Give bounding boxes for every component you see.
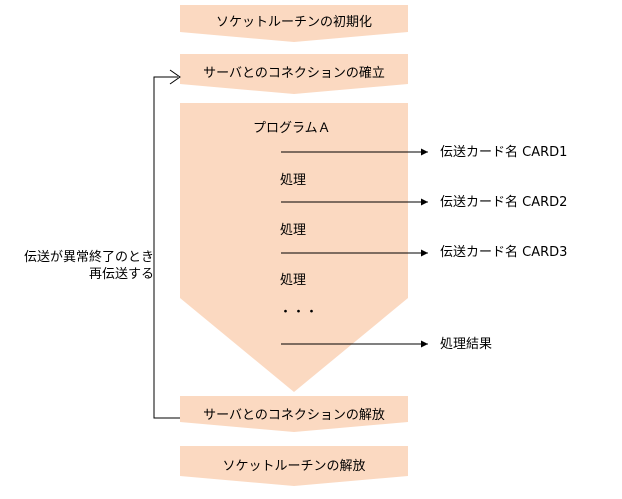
step-socket-release-shape	[180, 446, 408, 486]
process-label-2: 処理	[280, 223, 307, 238]
step-connect-shape	[180, 54, 408, 94]
program-a-shape	[180, 103, 408, 392]
step-disconnect-shape	[180, 396, 408, 432]
step-disconnect-label: サーバとのコネクションの解放	[203, 408, 385, 423]
step-socket-release-label: ソケットルーチンの解放	[222, 459, 366, 474]
ellipsis: ・・・	[279, 305, 319, 320]
step-connect-label: サーバとのコネクションの確立	[203, 66, 385, 81]
step-socket-init-shape	[180, 5, 408, 42]
step-socket-init-label: ソケットルーチンの初期化	[215, 15, 372, 30]
process-label-3: 処理	[280, 273, 307, 288]
process-label-1: 処理	[280, 173, 307, 188]
retry-loop-chevron	[169, 69, 181, 85]
program-a-title: プログラムＡ	[253, 121, 331, 136]
retry-note-line2: 再伝送する	[88, 267, 154, 282]
output-card1: 伝送カード名 CARD1	[440, 145, 568, 160]
retry-loop-line	[153, 76, 180, 419]
output-card2: 伝送カード名 CARD2	[440, 195, 568, 210]
output-result: 処理結果	[440, 337, 493, 352]
retry-note-line1: 伝送が異常終了のとき	[23, 250, 154, 265]
output-card3: 伝送カード名 CARD3	[440, 245, 568, 260]
